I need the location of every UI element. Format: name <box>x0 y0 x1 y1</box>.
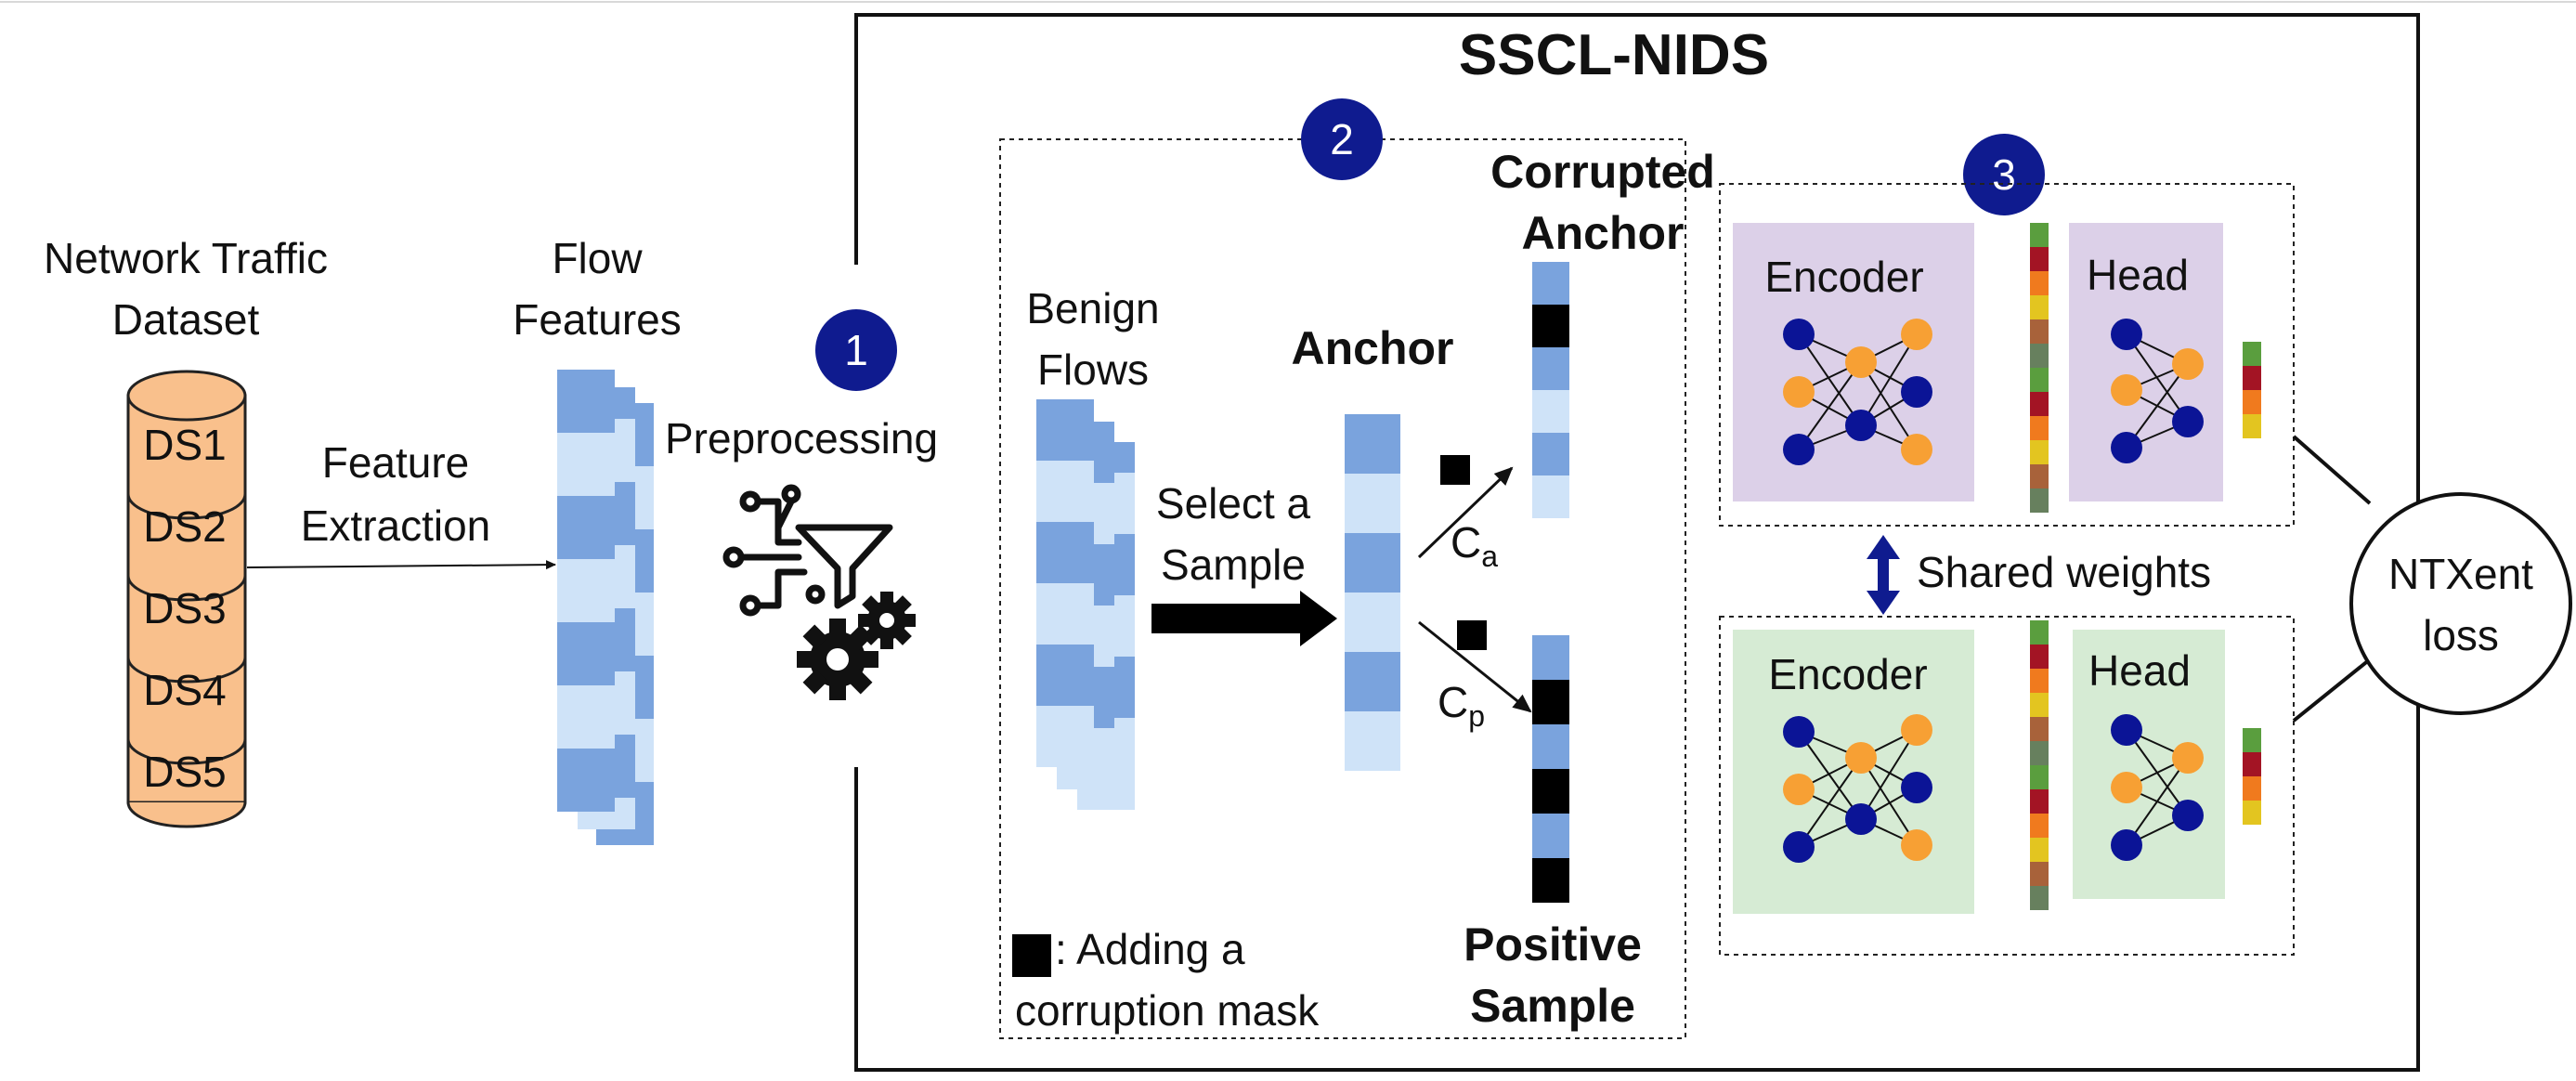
shared-weights-label: Shared weights <box>1917 548 2211 596</box>
anchor-label: Anchor <box>1292 322 1454 374</box>
feature-extraction-label: Feature <box>322 438 470 487</box>
dataset-item: DS5 <box>143 748 226 796</box>
corruption-mask-icon <box>1457 620 1487 650</box>
dataset-item: DS1 <box>143 421 226 469</box>
flow-features-label: Features <box>513 295 682 344</box>
positive-sample-vector <box>1532 635 1569 903</box>
ntxent-loss-node <box>2349 492 2572 715</box>
step-3-badge <box>1963 134 2045 215</box>
step-2-box <box>999 138 1686 1039</box>
dataset-item: DS2 <box>143 502 226 551</box>
step-1-badge <box>815 309 897 391</box>
select-sample-label: Sample <box>1161 540 1306 589</box>
dataset-cylinder <box>126 370 247 828</box>
flow-features-stack <box>557 370 654 845</box>
corrupt-anchor-arrow <box>1417 466 1514 559</box>
head-bottom-network <box>2111 714 2204 861</box>
loss-connector-top <box>2292 435 2372 505</box>
dataset-label: Network Traffic <box>44 234 328 282</box>
corrupted-anchor-label: Corrupted <box>1490 146 1715 198</box>
cp-label: Cp <box>1438 678 1485 733</box>
encoder-bottom-label: Encoder <box>1768 650 1927 698</box>
benign-flows-label: Benign <box>1026 284 1159 332</box>
ca-label: Ca <box>1451 518 1498 573</box>
legend-mask-swatch <box>1012 934 1051 977</box>
select-sample-label: Select a <box>1156 479 1311 527</box>
projection-vector-top <box>2243 342 2261 438</box>
step-1-number: 1 <box>844 326 868 374</box>
feature-extraction-arrow <box>246 560 556 570</box>
positive-sample-label: Positive <box>1464 918 1642 970</box>
corrupted-anchor-vector <box>1532 262 1569 518</box>
projection-vector-bottom <box>2243 728 2261 825</box>
step-2-badge <box>1301 98 1383 180</box>
legend-text: corruption mask <box>1015 986 1320 1035</box>
flow-features-label: Flow <box>552 234 643 282</box>
corruption-mask-icon <box>1440 455 1470 485</box>
benign-flows-label: Flows <box>1037 345 1149 394</box>
encoder-bottom-network <box>1783 714 1932 863</box>
dataset-label: Dataset <box>112 295 260 344</box>
dataset-item: DS3 <box>143 584 226 632</box>
head-bottom-label: Head <box>2088 646 2191 695</box>
page-title: SSCL-NIDS <box>1459 23 1769 87</box>
network-box-bottom <box>1719 616 2295 956</box>
benign-flows-stack <box>1036 399 1135 810</box>
step-2-number: 2 <box>1330 115 1354 163</box>
feature-extraction-label: Extraction <box>301 501 491 550</box>
embedding-vector-top <box>2030 223 2049 513</box>
shared-weights-arrow <box>1867 535 1900 615</box>
head-top-network <box>2111 319 2204 463</box>
encoder-top-network <box>1783 319 1932 465</box>
corrupted-anchor-label: Anchor <box>1522 207 1685 259</box>
loss-connector-bottom <box>2292 658 2372 723</box>
positive-sample-arrow <box>1418 620 1532 713</box>
head-top-label: Head <box>2087 251 2189 299</box>
step-3-number: 3 <box>1992 150 2016 199</box>
loss-label: NTXent <box>2388 550 2533 598</box>
network-box-top <box>1719 183 2295 527</box>
funnel-circuit-icon <box>722 484 893 617</box>
anchor-vector <box>1345 414 1400 771</box>
positive-sample-label: Sample <box>1470 980 1635 1032</box>
loss-label: loss <box>2423 611 2499 659</box>
select-sample-arrow <box>1151 591 1337 646</box>
legend-text: : Adding a <box>1055 925 1245 973</box>
preprocessing-label: Preprocessing <box>665 414 938 462</box>
encoder-top-label: Encoder <box>1764 253 1923 301</box>
gears-icon <box>797 592 916 700</box>
embedding-vector-bottom <box>2030 620 2049 910</box>
dataset-item: DS4 <box>143 666 226 714</box>
